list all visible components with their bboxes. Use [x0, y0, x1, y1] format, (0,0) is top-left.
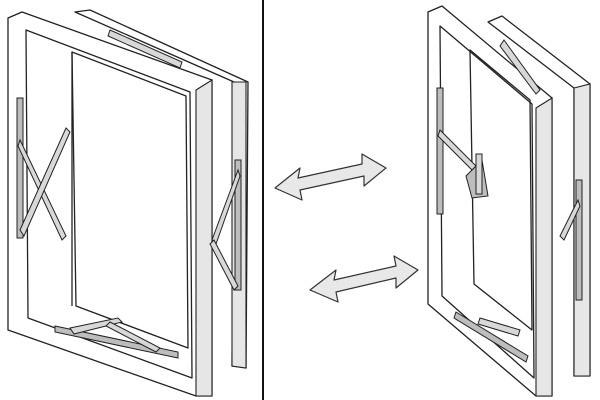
- double-arrow-icon: [309, 255, 419, 303]
- double-arrow-icon: [274, 153, 387, 201]
- hinge-right-open: [575, 179, 583, 301]
- hinge-right: [234, 159, 242, 291]
- right-window-illustration: [427, 5, 591, 397]
- hinge-bottom: [54, 325, 179, 359]
- hinge-bottom-open: [453, 311, 529, 363]
- hinge-top: [107, 29, 183, 69]
- hinge-top-open: [499, 39, 541, 95]
- hinge-left-open: [436, 87, 444, 215]
- left-window-illustration: [7, 9, 249, 397]
- hinge-left: [16, 97, 24, 239]
